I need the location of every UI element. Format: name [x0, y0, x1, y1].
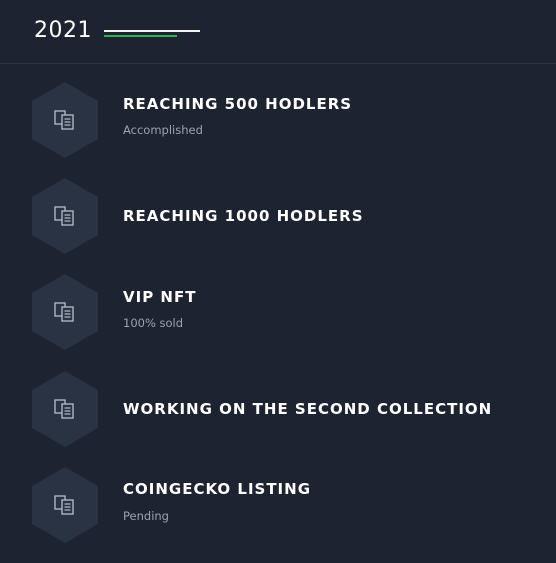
milestone-status: Accomplished — [123, 123, 203, 137]
milestone-hexagon — [32, 82, 98, 158]
milestone-hexagon — [32, 274, 98, 350]
milestone-status: Pending — [123, 509, 169, 523]
milestone-hexagon — [32, 371, 98, 447]
milestone-title: WORKING ON THE SECOND COLLECTION — [123, 400, 493, 418]
milestone-hexagon — [32, 467, 98, 543]
milestone-item: COINGECKO LISTING Pending — [0, 467, 556, 547]
milestone-title: REACHING 500 HODLERS — [123, 95, 353, 113]
milestone-title: VIP NFT — [123, 288, 197, 306]
document-icon — [54, 110, 74, 130]
document-icon — [54, 206, 74, 226]
milestone-item: WORKING ON THE SECOND COLLECTION — [0, 371, 556, 451]
milestone-title: REACHING 1000 HODLERS — [123, 207, 364, 225]
milestone-title: COINGECKO LISTING — [123, 480, 312, 498]
document-icon — [54, 302, 74, 322]
milestone-status: 100% sold — [123, 316, 184, 330]
milestone-item: VIP NFT 100% sold — [0, 274, 556, 354]
document-icon — [54, 495, 74, 515]
milestone-item: REACHING 500 HODLERS Accomplished — [0, 82, 556, 162]
milestone-hexagon — [32, 178, 98, 254]
header-progress-line — [104, 35, 177, 37]
year-title: 2021 — [34, 18, 92, 43]
milestone-item: REACHING 1000 HODLERS — [0, 178, 556, 258]
document-icon — [54, 399, 74, 419]
header-divider-line — [104, 30, 200, 32]
roadmap-header: 2021 — [0, 0, 556, 64]
